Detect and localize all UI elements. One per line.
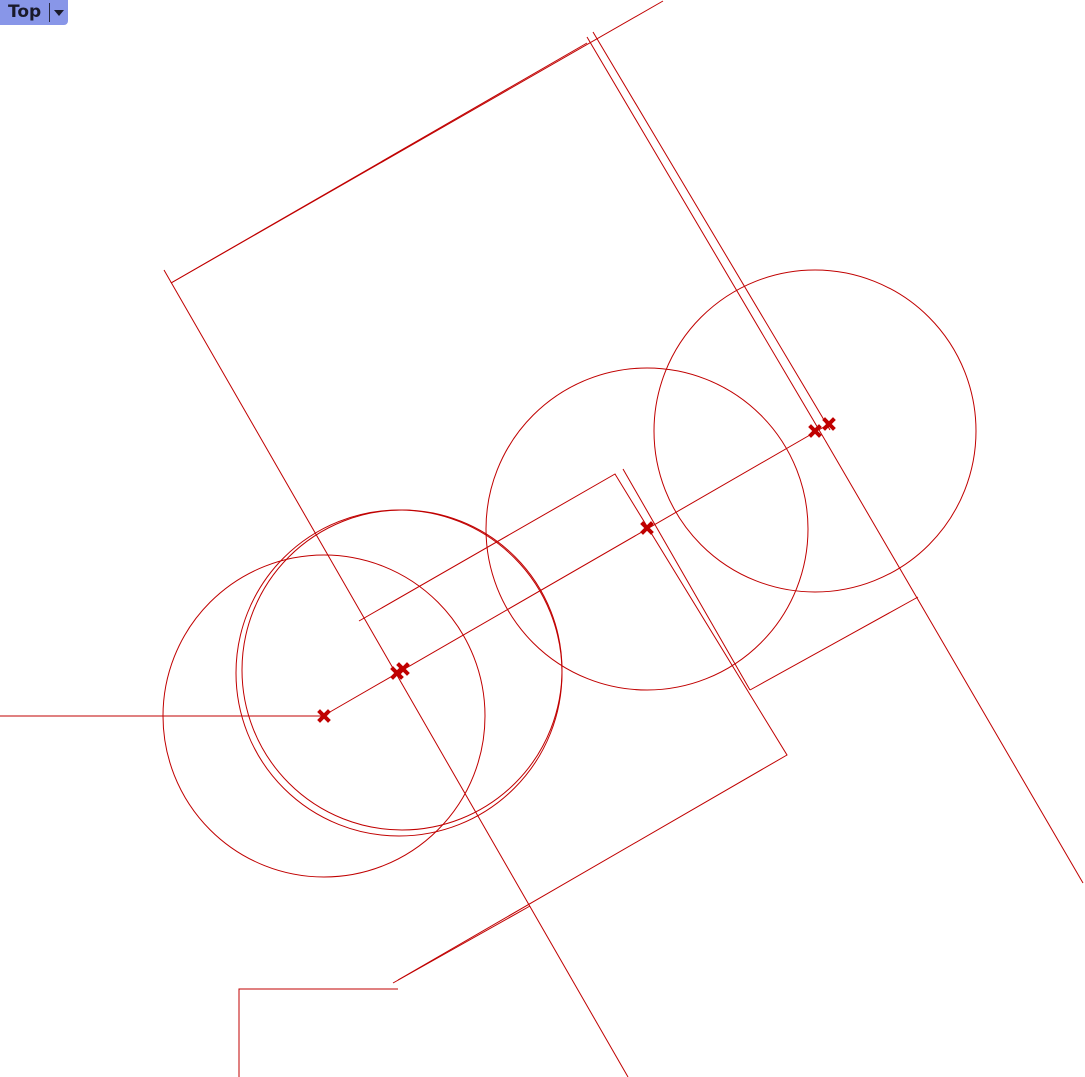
viewport-title-tab[interactable]: Top (0, 0, 68, 25)
curve-line[interactable] (622, 468, 751, 691)
curve-circle[interactable] (241, 509, 563, 831)
point-marker-x-cross-icon[interactable] (640, 521, 654, 535)
triangle-down-icon (54, 9, 65, 16)
point-marker-x-cross-icon[interactable] (808, 424, 822, 438)
curve-circle[interactable] (653, 269, 977, 593)
curve-line[interactable] (586, 36, 826, 441)
point-marker-x-cross-icon[interactable] (396, 662, 410, 676)
curve-line[interactable] (592, 31, 831, 431)
viewport-name-label[interactable]: Top (8, 2, 42, 22)
curve-line[interactable] (824, 439, 1084, 884)
viewport-menu-button[interactable] (50, 0, 68, 25)
curve-line[interactable] (392, 905, 531, 984)
curve-line[interactable] (170, 42, 588, 284)
curve-circle[interactable] (162, 554, 486, 878)
tab-divider (49, 3, 51, 22)
curve-polyline[interactable] (358, 473, 788, 981)
curve-polyline[interactable] (238, 988, 398, 1077)
point-marker-x-cross-icon[interactable] (822, 417, 836, 431)
point-layer (317, 417, 836, 723)
point-marker-x-cross-icon[interactable] (317, 709, 331, 723)
curve-line[interactable] (749, 596, 919, 691)
curve-circle[interactable] (485, 367, 809, 691)
